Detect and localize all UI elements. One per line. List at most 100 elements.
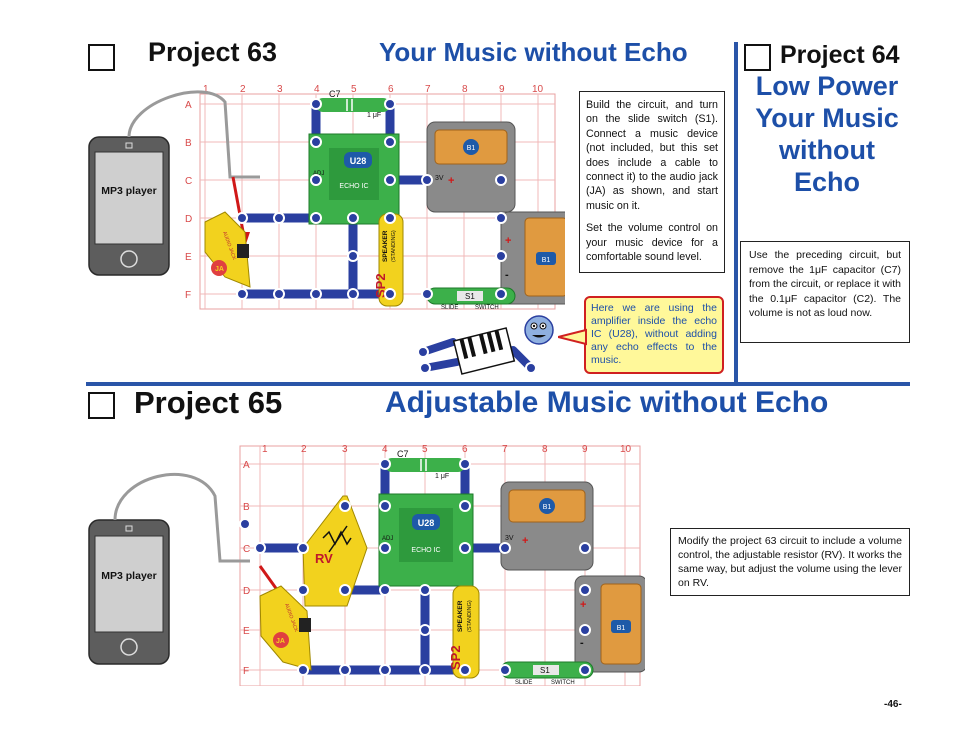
project64-text: Use the preceding circuit, but remove th… [740, 241, 910, 343]
u28-name: ECHO IC [339, 183, 368, 190]
audio-cable [127, 90, 260, 179]
u28-name: ECHO IC [411, 547, 440, 554]
mp3-player: MP3 player [88, 136, 170, 276]
b1-plus: + [522, 535, 528, 547]
project65-circuit: 1 2 3 4 5 6 7 8 9 10 A B C D E F MP3 pla… [88, 444, 645, 686]
sp2-sub: (STANDING) [391, 230, 397, 262]
grid-row-label: C [185, 176, 192, 187]
project63-instructions: Build the circuit, and turn on the slide… [579, 91, 725, 273]
grid-col-label: 3 [277, 84, 283, 95]
speaker-sp2: SP2 SPEAKER (STANDING) [448, 585, 480, 679]
grid-col-label: 5 [422, 444, 428, 455]
project63-number: Project 63 [148, 37, 278, 67]
grid-col-label: 10 [620, 444, 632, 455]
snap-nodes [236, 98, 507, 300]
sp2-sub: (STANDING) [467, 600, 473, 632]
ja-label: JA [276, 638, 285, 645]
b1-minus: - [505, 269, 509, 281]
project65-number: Project 65 [134, 385, 283, 420]
grid-row-label: F [243, 666, 249, 677]
grid-col-label: 6 [388, 84, 394, 95]
page-number: -46- [884, 699, 902, 710]
rv-label: RV [315, 551, 333, 566]
grid-row-label: A [185, 100, 192, 111]
piano-mascot-icon [417, 315, 554, 375]
grid-col-label: 7 [502, 444, 508, 455]
b1-plus: + [580, 599, 586, 611]
grid-col-label: 1 [203, 84, 209, 95]
grid-col-label: 3 [342, 444, 348, 455]
project64-title-line: Your Music [755, 103, 899, 133]
audio-cable [113, 472, 250, 563]
b1-label: B1 [617, 625, 626, 632]
note-pointer-icon [558, 328, 587, 346]
u28-label: U28 [350, 156, 367, 166]
snap-nodes [239, 458, 591, 676]
sp2-name: SPEAKER [457, 600, 464, 632]
adj-label: ADJ [313, 171, 324, 177]
sp2-name: SPEAKER [382, 230, 389, 262]
grid-col-label: 7 [425, 84, 431, 95]
u28-label: U28 [418, 518, 435, 528]
b1-plus: + [505, 235, 511, 247]
project63-title: Your Music without Echo [379, 37, 688, 67]
adjustable-resistor-rv: RV [302, 495, 368, 607]
mp3-player: MP3 player [88, 519, 170, 665]
sp2-label: SP2 [448, 645, 463, 670]
project65-title: Adjustable Music without Echo [385, 386, 829, 419]
adj-label: ADJ [382, 536, 393, 542]
c7-value: 1 μF [367, 112, 381, 119]
battery-b1-right: B1 + - [574, 575, 645, 673]
grid-row-label: E [185, 252, 192, 263]
b1-volt: 3V [505, 535, 514, 542]
instructions-paragraph: Build the circuit, and turn on the slide… [586, 99, 718, 212]
echo-ic-u28: U28 ECHO IC ADJ [378, 493, 474, 587]
b1-plus: + [448, 175, 454, 187]
project65-text: Modify the project 63 circuit to include… [670, 528, 910, 596]
project65-checkbox[interactable] [88, 392, 115, 419]
b1-minus: - [580, 637, 584, 649]
arrow-icon [231, 176, 246, 238]
c7-label: C7 [329, 89, 341, 99]
s1-label: S1 [465, 292, 475, 301]
capacitor-c7: C7 1 μF [316, 89, 390, 119]
project64-title-line: Echo [793, 167, 860, 197]
speaker-sp2: SP2 SPEAKER (STANDING) [373, 213, 404, 307]
grid-col-label: 4 [314, 84, 320, 95]
echo-ic-u28: U28 ECHO IC ADJ [308, 133, 400, 225]
b1-label: B1 [543, 504, 552, 511]
ja-label: JA [215, 266, 224, 273]
grid-row-label: C [243, 544, 250, 555]
audio-jack-ja: JA AUDIO JACK [204, 211, 251, 288]
project64-number: Project 64 [780, 41, 900, 69]
c7-value: 1 μF [435, 473, 449, 480]
slide-label: SLIDE [515, 680, 532, 686]
b1-volt: 3V [435, 175, 444, 182]
sp2-label: SP2 [373, 273, 388, 298]
instructions-paragraph: Set the volume control on your music dev… [586, 222, 718, 264]
grid-col-label: 10 [532, 84, 544, 95]
b1-label: B1 [467, 145, 476, 152]
grid-col-label: 9 [499, 84, 505, 95]
grid-col-label: 4 [382, 444, 388, 455]
capacitor-c7: C7 1 μF [385, 449, 465, 480]
project63-checkbox[interactable] [88, 44, 115, 71]
grid-row-label: B [185, 138, 192, 149]
project64-title-line: without [779, 135, 875, 165]
project64-checkbox[interactable] [744, 44, 771, 71]
battery-b1-top: B1 3V + [500, 481, 594, 571]
grid-col-label: 8 [462, 84, 468, 95]
grid-col-label: 5 [351, 84, 357, 95]
grid-col-label: 2 [301, 444, 307, 455]
project64-title-line: Low Power [755, 71, 899, 101]
b1-label: B1 [542, 257, 551, 264]
horizontal-divider [86, 382, 910, 386]
grid-col-label: 1 [262, 444, 268, 455]
switch-label: SWITCH [475, 305, 499, 311]
s1-label: S1 [540, 666, 550, 675]
grid-col-label: 9 [582, 444, 588, 455]
mp3-player-label: MP3 player [101, 570, 156, 582]
audio-jack-ja: JA AUDIO JACK [259, 585, 312, 671]
switch-label: SWITCH [551, 680, 575, 686]
grid-col-label: 8 [542, 444, 548, 455]
